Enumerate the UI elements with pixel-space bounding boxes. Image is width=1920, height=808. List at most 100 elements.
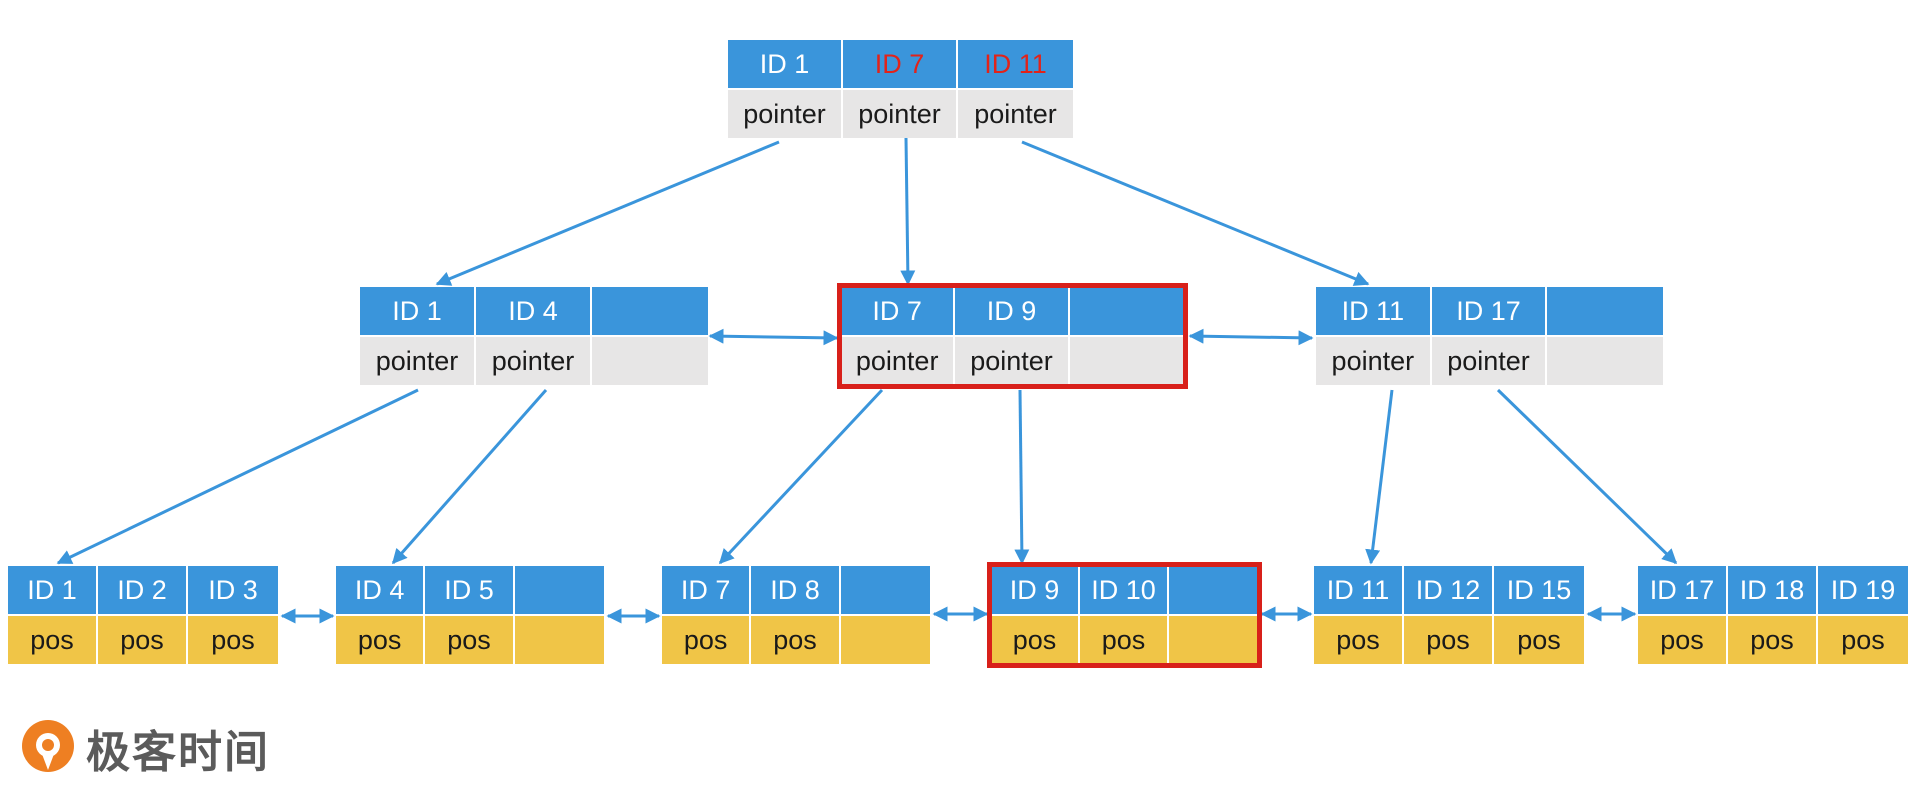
key-cell: ID 7: [662, 566, 752, 614]
key-cell: ID 7: [843, 40, 958, 88]
pos-cell: pos: [1314, 616, 1404, 664]
sibling-link-arrow: [708, 328, 839, 346]
key-cell: ID 2: [98, 566, 188, 614]
pos-cell: pos: [1080, 616, 1169, 664]
pos-cell: pos: [425, 616, 515, 664]
key-cell: [1547, 287, 1663, 335]
pos-cell: [840, 616, 930, 664]
logo: 极客时间: [20, 716, 270, 780]
key-cell: ID 8: [751, 566, 841, 614]
key-cell: [840, 566, 930, 614]
sibling-link-arrow: [1188, 328, 1314, 346]
pointer-cell: pointer: [476, 337, 592, 385]
key-cell: ID 5: [425, 566, 515, 614]
pos-cell: pos: [1404, 616, 1494, 664]
pointer-arrow: [718, 388, 884, 565]
key-cell: [1169, 566, 1258, 614]
key-cell: ID 1: [728, 40, 843, 88]
key-cell: ID 19: [1818, 566, 1908, 614]
pointer-cell: pointer: [843, 90, 958, 138]
pointer-cell: pointer: [728, 90, 843, 138]
pointer-arrow: [900, 137, 916, 286]
pointer-cell: [1069, 337, 1184, 385]
pos-cell: pos: [751, 616, 841, 664]
geektime-logo-icon: [22, 720, 74, 772]
pos-cell: pos: [1494, 616, 1584, 664]
key-cell: ID 7: [841, 287, 956, 335]
key-cell: [1069, 287, 1184, 335]
key-cell: ID 10: [1080, 566, 1169, 614]
key-cell: ID 17: [1431, 287, 1548, 335]
pos-cell: pos: [1818, 616, 1908, 664]
pointer-cell: [1547, 337, 1663, 385]
key-cell: ID 4: [476, 287, 592, 335]
pos-cell: pos: [991, 616, 1080, 664]
key-cell: ID 11: [1314, 566, 1404, 614]
key-cell: ID 17: [1638, 566, 1728, 614]
pos-cell: pos: [188, 616, 278, 664]
key-cell: ID 11: [1316, 287, 1432, 335]
key-cell: [514, 566, 604, 614]
pointer-cell: pointer: [841, 337, 956, 385]
key-cell: ID 11: [958, 40, 1073, 88]
key-cell: ID 9: [991, 566, 1080, 614]
pos-cell: [514, 616, 604, 664]
key-cell: ID 9: [955, 287, 1070, 335]
pos-cell: pos: [1728, 616, 1818, 664]
pointer-cell: pointer: [360, 337, 476, 385]
pointer-arrow: [391, 389, 548, 565]
pointer-cell: pointer: [1431, 337, 1548, 385]
key-cell: ID 12: [1404, 566, 1494, 614]
pointer-cell: pointer: [1316, 337, 1432, 385]
pointer-arrow: [1365, 389, 1394, 565]
pointer-arrow: [435, 140, 780, 286]
key-cell: ID 4: [336, 566, 426, 614]
pos-cell: [1169, 616, 1258, 664]
pos-cell: pos: [1638, 616, 1728, 664]
logo-text: 极客时间: [86, 728, 270, 777]
pointer-arrow: [56, 388, 419, 565]
pos-cell: pos: [336, 616, 426, 664]
pointer-cell: pointer: [958, 90, 1073, 138]
key-cell: ID 1: [360, 287, 476, 335]
key-cell: [592, 287, 708, 335]
key-cell: ID 3: [188, 566, 278, 614]
pointer-arrow: [1021, 140, 1370, 286]
pointer-cell: [592, 337, 708, 385]
key-cell: ID 18: [1728, 566, 1818, 614]
pos-cell: pos: [98, 616, 188, 664]
pointer-cell: pointer: [955, 337, 1070, 385]
key-cell: ID 1: [8, 566, 98, 614]
pos-cell: pos: [662, 616, 752, 664]
